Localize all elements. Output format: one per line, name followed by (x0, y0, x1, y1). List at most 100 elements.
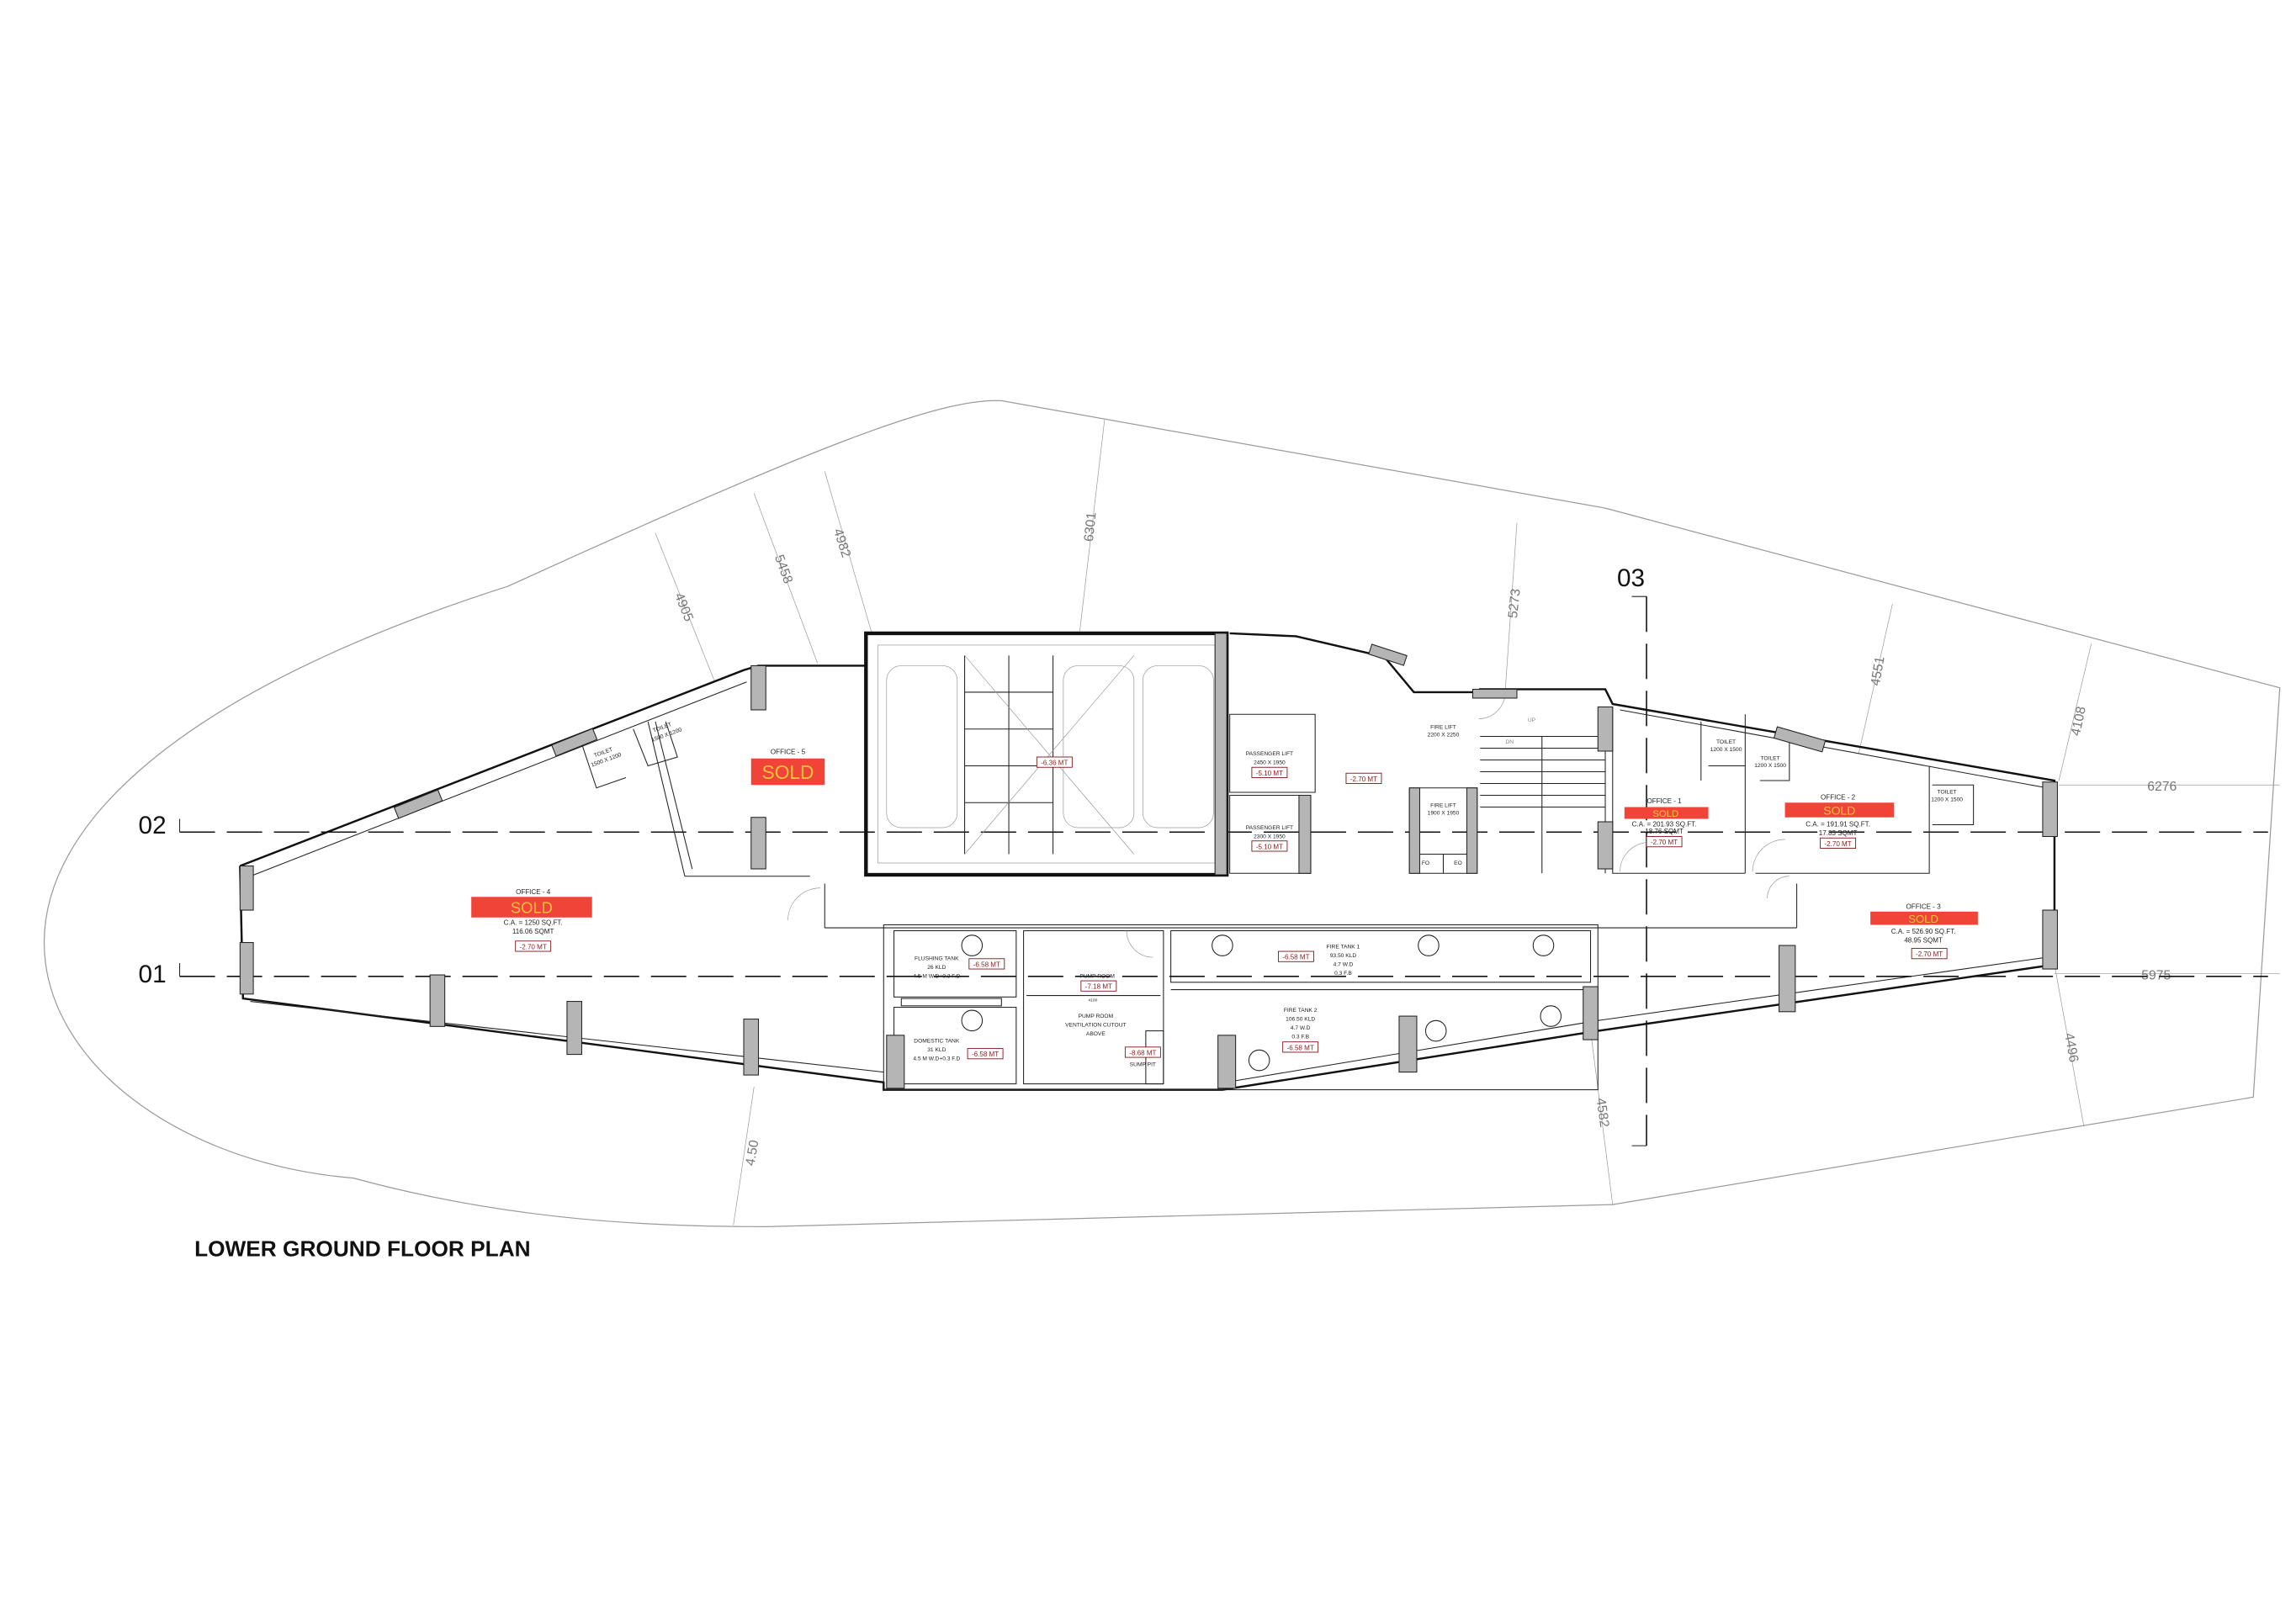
office1-sold-badge: SOLD (1624, 807, 1709, 819)
office4-area-sqm: 116.06 SQMT (512, 928, 554, 935)
passenger-lift2-name: PASSENGER LIFT (1246, 825, 1293, 831)
passenger-lift2-size: 2300 X 1950 (1254, 834, 1286, 839)
sump-pit-level: -8.68 MT (1124, 1046, 1161, 1058)
fire-tank1-level: -6.58 MT (1277, 950, 1314, 962)
office4-name: OFFICE - 4 (516, 888, 551, 896)
office4-sold-badge: SOLD (471, 897, 592, 918)
office4-area-sqft: C.A. = 1250 SQ.FT. (504, 919, 563, 927)
svg-text:-6.58 MT: -6.58 MT (1287, 1044, 1314, 1051)
flushing-tank-depth: 4.5 M W.D+0.3 F.D (913, 974, 960, 980)
office2-level-tag: -2.70 MT (1820, 837, 1857, 849)
dim-4582: 4582 (1593, 1097, 1612, 1128)
plan-title: LOWER GROUND FLOOR PLAN (194, 1236, 531, 1261)
fire-tank2-wd: 4.7 W.D (1291, 1025, 1311, 1031)
stair-dn-label: DN (1505, 739, 1514, 745)
fire-lift1-size: 2200 X 2250 (1428, 732, 1460, 738)
domestic-tank-level: -6.58 MT (967, 1048, 1004, 1060)
office4-level-tag: -2.70 MT (515, 940, 552, 952)
office1-area-sqm: 18.76 SQMT (1645, 828, 1684, 835)
svg-text:-2.70 MT: -2.70 MT (520, 943, 547, 950)
office2-area-sqft: C.A. = 191.91 SQ.FT. (1806, 820, 1870, 828)
sump-pit-name: SUMP PIT (1130, 1062, 1156, 1068)
fire-lift2-name: FIRE LIFT (1430, 802, 1456, 808)
svg-text:-5.10 MT: -5.10 MT (1256, 770, 1283, 777)
office2-area-sqm: 17.83 SQMT (1819, 829, 1858, 837)
dim-5975: 5975 (2141, 968, 2171, 982)
office3-sold-badge: SOLD (1870, 911, 1978, 925)
office3-area-sqft: C.A. = 526.90 SQ.FT. (1891, 928, 1956, 935)
domestic-tank-name: DOMESTIC TANK (914, 1039, 960, 1045)
fire-tank2-name: FIRE TANK 2 (1284, 1008, 1318, 1014)
dim-6276: 6276 (2147, 780, 2177, 794)
svg-text:SOLD: SOLD (1823, 803, 1855, 817)
fire-tank2-fb: 0.3 F.B (1291, 1034, 1309, 1040)
dim-5458: 5458 (772, 553, 795, 585)
fire-tank2-capacity: 106.50 KLD (1286, 1016, 1315, 1022)
office2-name: OFFICE - 2 (1821, 794, 1856, 802)
passenger-lift1-level: -5.10 MT (1251, 766, 1288, 778)
svg-text:-2.70 MT: -2.70 MT (1824, 840, 1851, 848)
dim-6301: 6301 (1082, 511, 1100, 543)
office3-name: OFFICE - 3 (1906, 903, 1942, 910)
eo-label: EO (1454, 860, 1462, 866)
dim-4551: 4551 (1869, 655, 1888, 686)
toilet-label: TOILET (1761, 755, 1780, 761)
svg-text:-5.10 MT: -5.10 MT (1256, 843, 1283, 850)
svg-text:SOLD: SOLD (762, 761, 814, 783)
toilet-size: 1200 X 1500 (1754, 763, 1786, 769)
svg-text:-8.68 MT: -8.68 MT (1129, 1049, 1156, 1056)
fire-tank1-capacity: 93.50 KLD (1330, 953, 1357, 959)
office5-name: OFFICE - 5 (771, 748, 806, 755)
flushing-tank-name: FLUSHING TANK (915, 956, 959, 962)
columns (239, 633, 2058, 1089)
dim-4905: 4905 (671, 591, 696, 624)
svg-text:SOLD: SOLD (1908, 913, 1938, 925)
pump-room-note: PUMP ROOM (1079, 1014, 1114, 1019)
fire-tank1-fb: 0.3 F.B (1334, 971, 1352, 977)
pump-room-dim: 4100 (1088, 998, 1097, 1003)
svg-text:-6.58 MT: -6.58 MT (1282, 954, 1309, 961)
dimension-leaders (655, 420, 2280, 1226)
toilet-label: TOILET (1716, 739, 1736, 745)
svg-text:SOLD: SOLD (1652, 809, 1678, 819)
toilet-size: 1200 X 1500 (1931, 797, 1963, 802)
flushing-tank-level: -6.58 MT (968, 958, 1005, 970)
dim-4982: 4982 (830, 527, 853, 559)
grid-label-02: 02 (139, 812, 167, 839)
dim-4108: 4108 (2069, 705, 2089, 737)
pump-room-note: ABOVE (1086, 1031, 1106, 1037)
svg-text:-7.18 MT: -7.18 MT (1085, 983, 1112, 991)
site-boundary (43, 400, 2281, 1227)
passenger-lift1-size: 2450 X 1950 (1254, 760, 1286, 766)
fire-tank1-name: FIRE TANK 1 (1327, 945, 1360, 950)
office5-sold-badge: SOLD (750, 758, 825, 786)
svg-text:-2.70 MT: -2.70 MT (1916, 950, 1943, 958)
svg-text:SOLD: SOLD (511, 899, 553, 917)
svg-text:-6.58 MT: -6.58 MT (972, 1051, 999, 1058)
office1-name: OFFICE - 1 (1646, 797, 1682, 805)
lobby-level-tag: -2.70 MT (1345, 772, 1382, 784)
svg-text:-2.70 MT: -2.70 MT (1651, 839, 1678, 846)
office3-level-tag: -2.70 MT (1911, 948, 1948, 960)
flushing-tank-capacity: 26 KLD (927, 965, 946, 971)
office2-sold-badge: SOLD (1784, 802, 1895, 818)
passenger-lift2-level: -5.10 MT (1251, 840, 1288, 852)
grid-label-03: 03 (1617, 564, 1645, 592)
svg-text:-6.36 MT: -6.36 MT (1041, 760, 1068, 767)
office1-area-sqft: C.A. = 201.93 SQ.FT. (1632, 820, 1697, 828)
dim-4496: 4496 (2061, 1032, 2081, 1064)
pump-room-note: VENTILATION CUTOUT (1065, 1022, 1126, 1028)
fire-tank2-level: -6.58 MT (1282, 1041, 1319, 1053)
exterior-walls (239, 632, 2056, 1091)
fo-label: FO (1422, 860, 1429, 866)
grid-label-01: 01 (139, 961, 167, 988)
toilet-label: TOILET (1938, 790, 1957, 796)
domestic-tank-depth: 4.5 M W.D+0.3 F.D (913, 1056, 960, 1062)
parking-core (864, 631, 1229, 877)
manholes (961, 934, 1562, 1072)
pump-room-level: -7.18 MT (1080, 980, 1117, 992)
fire-tank1-wd: 4.7 W.D (1334, 962, 1354, 968)
dimension-labels: 4905 5458 4982 6301 5273 4551 4108 6276 … (671, 511, 2177, 1167)
domestic-tank-capacity: 31 KLD (927, 1047, 946, 1053)
